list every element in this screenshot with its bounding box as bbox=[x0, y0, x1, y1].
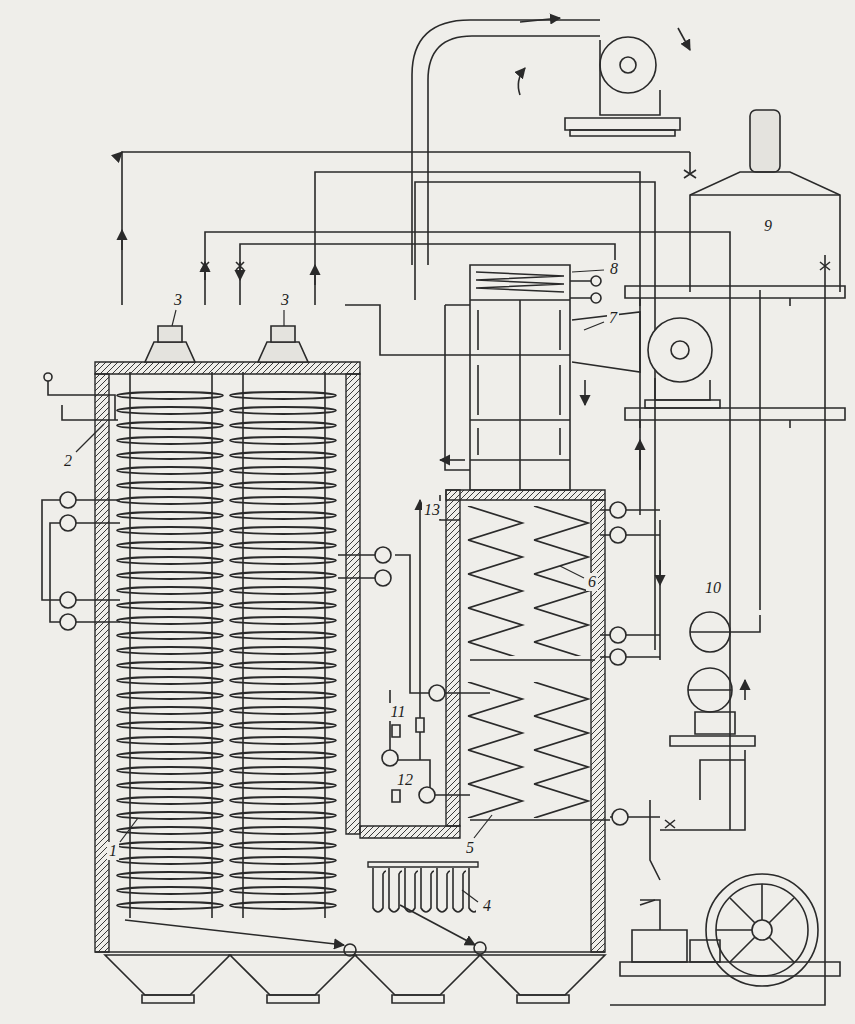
furnace-coils bbox=[115, 372, 486, 956]
callout-number: 10 bbox=[703, 579, 723, 597]
callout-number: 12 bbox=[395, 771, 415, 789]
callout-number: 2 bbox=[62, 452, 74, 470]
callout-number: 3 bbox=[279, 291, 291, 309]
callout-anchor: 9 bbox=[762, 217, 774, 235]
callout-anchor: 2 bbox=[62, 452, 74, 470]
callout-anchor: 11 bbox=[389, 703, 408, 721]
leader-lines bbox=[76, 270, 604, 902]
burners bbox=[145, 326, 308, 362]
callout-anchor: 6 bbox=[586, 573, 598, 591]
headers bbox=[42, 373, 660, 825]
callout-anchor: 1 bbox=[107, 842, 119, 860]
top-fan bbox=[412, 18, 690, 265]
callout-number: 3 bbox=[172, 291, 184, 309]
callout-number: 5 bbox=[464, 839, 476, 857]
callout-anchor: 12 bbox=[395, 771, 415, 789]
callout-number: 6 bbox=[586, 573, 598, 591]
hoppers bbox=[105, 955, 605, 1003]
callout-number: 7 bbox=[607, 309, 619, 327]
convection-coils bbox=[462, 506, 610, 820]
callout-anchor: 4 bbox=[481, 897, 493, 915]
callout-anchor: 5 bbox=[464, 839, 476, 857]
furnace-walls bbox=[95, 362, 605, 952]
callout-number: 1 bbox=[107, 842, 119, 860]
callout-anchor: 13 bbox=[422, 501, 442, 519]
callout-number: 9 bbox=[762, 217, 774, 235]
callout-anchor: 8 bbox=[608, 260, 620, 278]
tank bbox=[690, 110, 840, 292]
bottom-coil bbox=[368, 862, 478, 918]
platforms bbox=[625, 286, 845, 746]
callout-number: 4 bbox=[481, 897, 493, 915]
callout-anchor: 3 bbox=[279, 291, 291, 309]
pumps bbox=[688, 612, 760, 734]
callout-anchor: 10 bbox=[703, 579, 723, 597]
air-heater bbox=[440, 265, 601, 490]
fan bbox=[572, 312, 720, 408]
callout-anchor: 3 bbox=[172, 291, 184, 309]
callout-number: 13 bbox=[422, 501, 442, 519]
callout-anchor: 7 bbox=[607, 309, 619, 327]
blower bbox=[620, 874, 840, 986]
callout-number: 11 bbox=[389, 703, 408, 721]
callout-number: 8 bbox=[608, 260, 620, 278]
pipework bbox=[122, 152, 830, 1005]
